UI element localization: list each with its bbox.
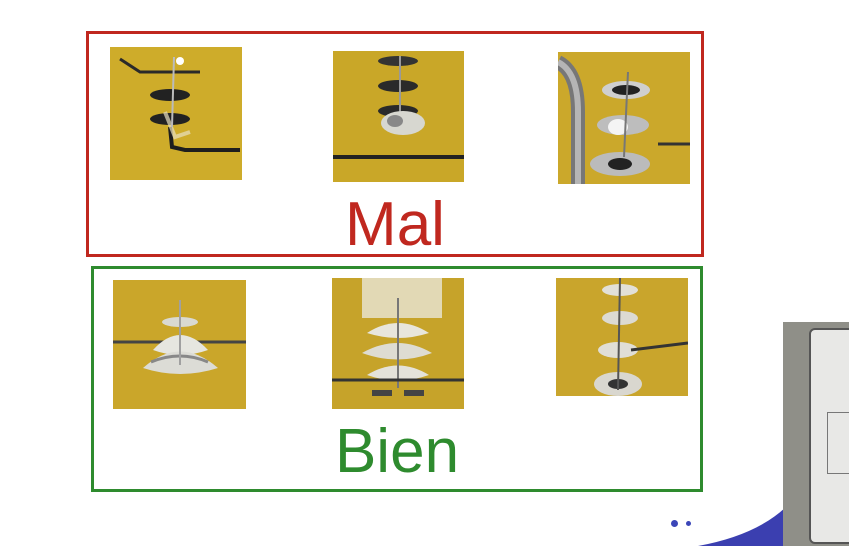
decorative-wedge	[698, 505, 788, 546]
thumbnail-trace	[827, 412, 849, 474]
good-label: Bien	[334, 417, 460, 486]
good-joint-photo-3	[556, 278, 688, 408]
bad-joint-photo-3	[558, 52, 690, 184]
bad-joint-photo-1	[110, 47, 242, 180]
slide-dot	[686, 521, 691, 526]
thumbnail-board	[809, 328, 849, 544]
good-joint-photo-1	[113, 280, 246, 409]
bad-joint-photo-2	[333, 51, 464, 182]
slide-dot	[671, 520, 678, 527]
good-joints-box: Bien	[91, 266, 703, 492]
bad-joints-box: Mal	[86, 31, 704, 257]
bad-label: Mal	[345, 190, 445, 259]
video-thumbnail	[783, 322, 849, 546]
good-joint-photo-2	[332, 278, 464, 409]
